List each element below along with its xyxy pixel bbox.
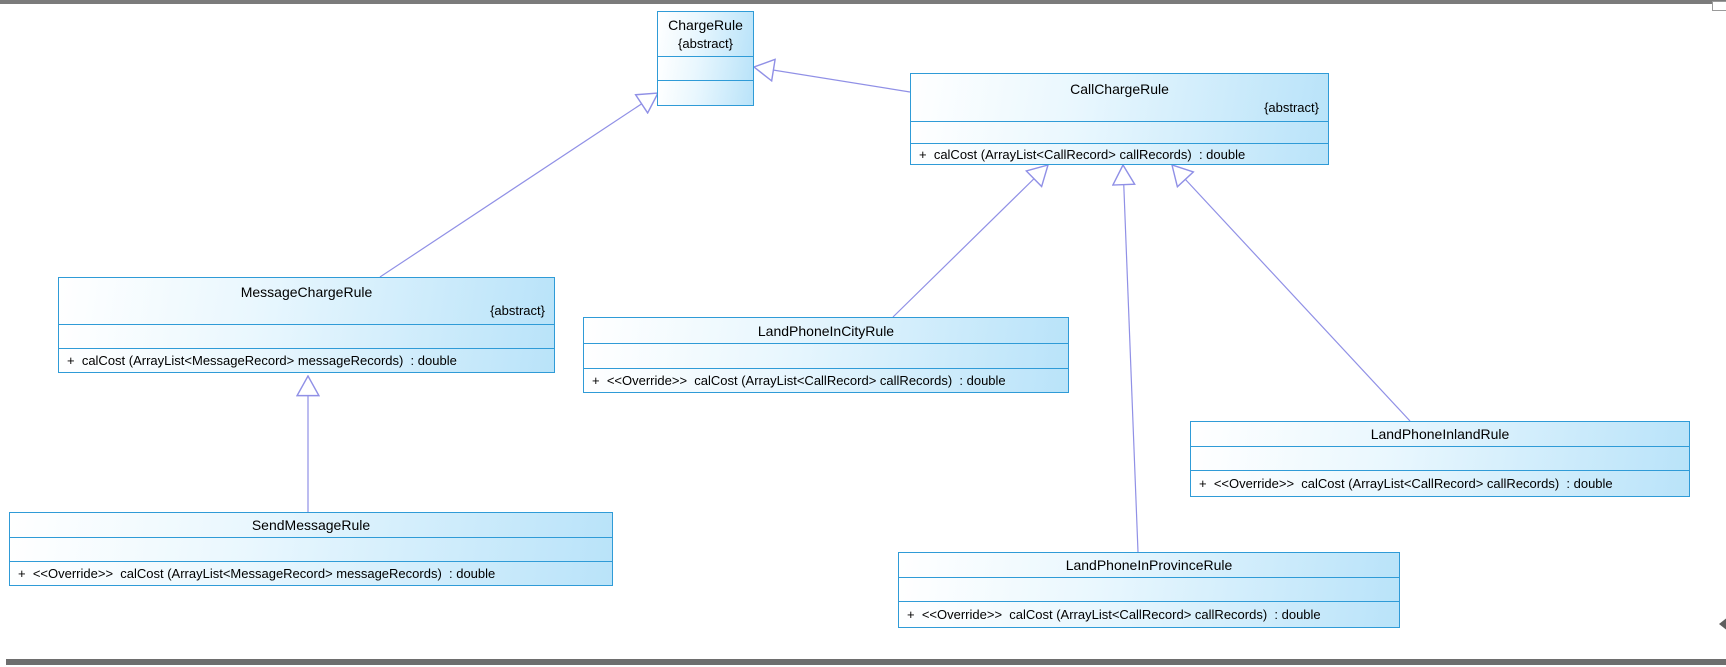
class-name: MessageChargeRule <box>240 284 373 300</box>
class-landphoneinprovincerule[interactable]: LandPhoneInProvinceRule + <<Override>> c… <box>898 552 1400 628</box>
class-method: + calCost (ArrayList<MessageRecord> mess… <box>67 353 457 368</box>
class-method: + <<Override>> calCost (ArrayList<Messag… <box>18 566 496 581</box>
class-name: ChargeRule <box>668 17 743 33</box>
window-bottom-border <box>6 659 1726 665</box>
class-methods-compartment: + calCost (ArrayList<CallRecord> callRec… <box>911 143 1328 164</box>
scrollbar-corner[interactable] <box>1712 1 1726 11</box>
class-callchargerule[interactable]: CallChargeRule {abstract} + calCost (Arr… <box>910 73 1329 165</box>
class-messagechargerule[interactable]: MessageChargeRule {abstract} + calCost (… <box>58 277 555 373</box>
class-attributes-compartment <box>584 343 1068 368</box>
class-stereotype: {abstract} <box>678 36 733 51</box>
class-name: LandPhoneInlandRule <box>1370 426 1510 442</box>
class-landphoneinlandrule[interactable]: LandPhoneInlandRule + <<Override>> calCo… <box>1190 421 1690 497</box>
class-landphoneincityrule[interactable]: LandPhoneInCityRule + <<Override>> calCo… <box>583 317 1069 393</box>
class-methods-compartment: + <<Override>> calCost (ArrayList<CallRe… <box>1191 470 1689 496</box>
generalization-landphoneinprovincerule-callchargerule[interactable] <box>1123 165 1139 553</box>
class-stereotype: {abstract} <box>1264 99 1319 115</box>
class-sendmessagerule[interactable]: SendMessageRule + <<Override>> calCost (… <box>9 512 613 586</box>
class-stereotype: {abstract} <box>490 303 545 318</box>
window-top-border <box>0 0 1726 4</box>
class-methods-compartment: + <<Override>> calCost (ArrayList<Messag… <box>10 561 612 585</box>
class-title-compartment: ChargeRule {abstract} <box>658 12 753 56</box>
class-attributes-compartment <box>658 56 753 80</box>
class-attributes-compartment <box>59 324 554 348</box>
class-attributes-compartment <box>911 121 1328 143</box>
class-methods-compartment: + calCost (ArrayList<MessageRecord> mess… <box>59 348 554 372</box>
class-chargerule[interactable]: ChargeRule {abstract} <box>657 11 754 106</box>
class-attributes-compartment <box>10 537 612 561</box>
class-title-compartment: LandPhoneInProvinceRule <box>899 553 1399 577</box>
class-title-compartment: SendMessageRule <box>10 513 612 537</box>
class-method: + <<Override>> calCost (ArrayList<CallRe… <box>907 607 1321 622</box>
class-title-compartment: LandPhoneInCityRule <box>584 318 1068 343</box>
class-title-compartment: CallChargeRule {abstract} <box>911 74 1328 121</box>
class-name: LandPhoneInProvinceRule <box>1065 557 1233 573</box>
class-name: CallChargeRule <box>1070 80 1169 97</box>
generalization-landphoneincityrule-callchargerule[interactable] <box>892 165 1048 318</box>
class-attributes-compartment <box>899 577 1399 601</box>
class-methods-compartment: + <<Override>> calCost (ArrayList<CallRe… <box>584 368 1068 392</box>
generalization-messagechargerule-chargerule[interactable] <box>379 93 658 278</box>
generalization-callchargerule-chargerule[interactable] <box>754 67 911 93</box>
generalization-landphoneinlandrule-callchargerule[interactable] <box>1172 165 1411 422</box>
class-methods-compartment: + <<Override>> calCost (ArrayList<CallRe… <box>899 601 1399 627</box>
class-title-compartment: MessageChargeRule {abstract} <box>59 278 554 324</box>
collapse-arrow-icon[interactable] <box>1719 617 1726 631</box>
class-name: SendMessageRule <box>251 517 371 533</box>
class-attributes-compartment <box>1191 446 1689 470</box>
class-title-compartment: LandPhoneInlandRule <box>1191 422 1689 446</box>
class-method: + <<Override>> calCost (ArrayList<CallRe… <box>1199 476 1613 491</box>
class-method: + <<Override>> calCost (ArrayList<CallRe… <box>592 373 1006 388</box>
class-method: + calCost (ArrayList<CallRecord> callRec… <box>919 146 1246 162</box>
class-name: LandPhoneInCityRule <box>757 322 895 339</box>
class-methods-compartment <box>658 80 753 105</box>
